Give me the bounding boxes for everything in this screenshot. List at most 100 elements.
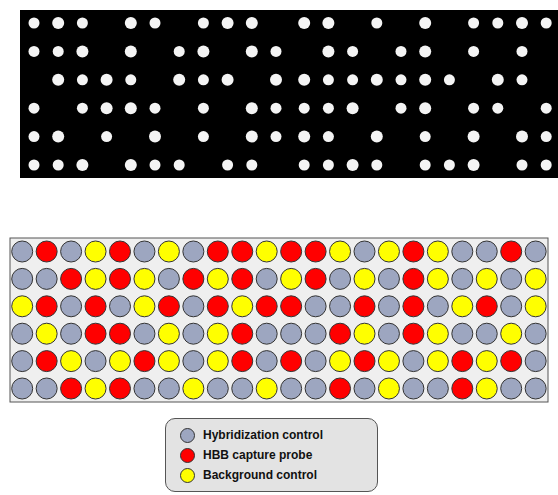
scan-spot — [76, 159, 88, 171]
scan-spot — [101, 131, 112, 142]
scan-spot — [222, 160, 233, 171]
probe-spot — [330, 323, 351, 344]
scan-spot — [299, 103, 310, 114]
probe-spot — [452, 268, 473, 289]
scan-spot — [271, 131, 282, 142]
probe-spot — [501, 268, 522, 289]
scan-spot — [322, 17, 334, 29]
probe-spot — [501, 378, 522, 399]
scan-spot — [29, 160, 40, 171]
scan-spot — [197, 45, 209, 57]
probe-spot — [403, 241, 424, 262]
probe-spot — [61, 241, 82, 262]
scan-spot — [246, 45, 258, 57]
probe-spot — [452, 351, 473, 372]
probe-spot — [525, 378, 546, 399]
probe-spot — [281, 241, 302, 262]
scan-spot — [198, 18, 209, 29]
scan-spot — [371, 18, 382, 29]
probe-spot — [36, 351, 57, 372]
probe-spot — [378, 268, 399, 289]
scan-spot — [173, 74, 185, 86]
scan-spot — [246, 102, 258, 114]
scan-spot — [53, 46, 64, 57]
scan-spot — [271, 103, 282, 114]
probe-spot — [525, 323, 546, 344]
probe-spot — [354, 378, 375, 399]
probe-spot — [207, 241, 228, 262]
scan-spot — [396, 74, 407, 85]
scan-spot — [150, 160, 161, 171]
probe-spot — [427, 351, 448, 372]
scan-spot — [516, 17, 528, 29]
probe-spot — [183, 351, 204, 372]
probe-spot — [378, 323, 399, 344]
probe-spot — [134, 351, 155, 372]
probe-spot — [36, 268, 57, 289]
probe-spot — [501, 351, 522, 372]
probe-spot — [378, 351, 399, 372]
probe-spot — [232, 268, 253, 289]
scan-spot — [246, 160, 257, 171]
scan-spot — [222, 74, 234, 86]
probe-spot — [158, 268, 179, 289]
legend-label: Hybridization control — [203, 428, 323, 442]
scan-spot — [517, 160, 528, 171]
scan-spot — [125, 102, 137, 114]
scan-spot — [516, 131, 528, 143]
scan-spot — [174, 160, 185, 171]
probe-spot — [305, 378, 326, 399]
scan-spot — [77, 103, 88, 114]
probe-spot — [378, 378, 399, 399]
scan-spot — [29, 103, 40, 114]
scan-spot — [299, 160, 310, 171]
probe-spot — [232, 323, 253, 344]
array-panel — [10, 238, 548, 402]
scan-spot — [101, 74, 113, 86]
probe-spot — [256, 296, 277, 317]
probe-spot — [36, 378, 57, 399]
scan-spot — [468, 159, 480, 171]
probe-spot — [110, 296, 131, 317]
probe-spot — [110, 323, 131, 344]
scan-spot — [298, 131, 310, 143]
probe-spot — [452, 296, 473, 317]
scan-spot — [322, 45, 334, 57]
probe-spot — [12, 351, 33, 372]
probe-spot — [207, 323, 228, 344]
probe-spot — [256, 323, 277, 344]
probe-spot — [158, 323, 179, 344]
legend-swatch — [180, 428, 195, 443]
scan-spot — [198, 131, 209, 142]
probe-spot — [158, 378, 179, 399]
scan-spot — [541, 103, 552, 114]
probe-spot — [110, 241, 131, 262]
scan-spot — [517, 46, 528, 57]
probe-spot — [183, 241, 204, 262]
scan-spot — [419, 102, 431, 114]
probe-spot — [330, 241, 351, 262]
scan-spot — [52, 17, 64, 29]
scan-spot — [347, 102, 359, 114]
scan-spot — [150, 103, 161, 114]
probe-spot — [452, 323, 473, 344]
scan-spot — [541, 18, 552, 29]
scan-spot — [76, 45, 88, 57]
probe-spot — [110, 268, 131, 289]
scan-spot — [323, 160, 334, 171]
scan-spot — [29, 46, 40, 57]
legend-entry: Hybridization control — [180, 425, 367, 445]
probe-spot — [427, 241, 448, 262]
probe-spot — [281, 268, 302, 289]
probe-spot — [85, 378, 106, 399]
scan-spot — [298, 17, 310, 29]
probe-spot — [476, 378, 497, 399]
probe-spot — [330, 378, 351, 399]
probe-spot — [354, 268, 375, 289]
probe-spot — [281, 378, 302, 399]
probe-spot — [134, 378, 155, 399]
scan-spot — [371, 160, 382, 171]
scan-spot — [347, 46, 358, 57]
probe-spot — [501, 241, 522, 262]
